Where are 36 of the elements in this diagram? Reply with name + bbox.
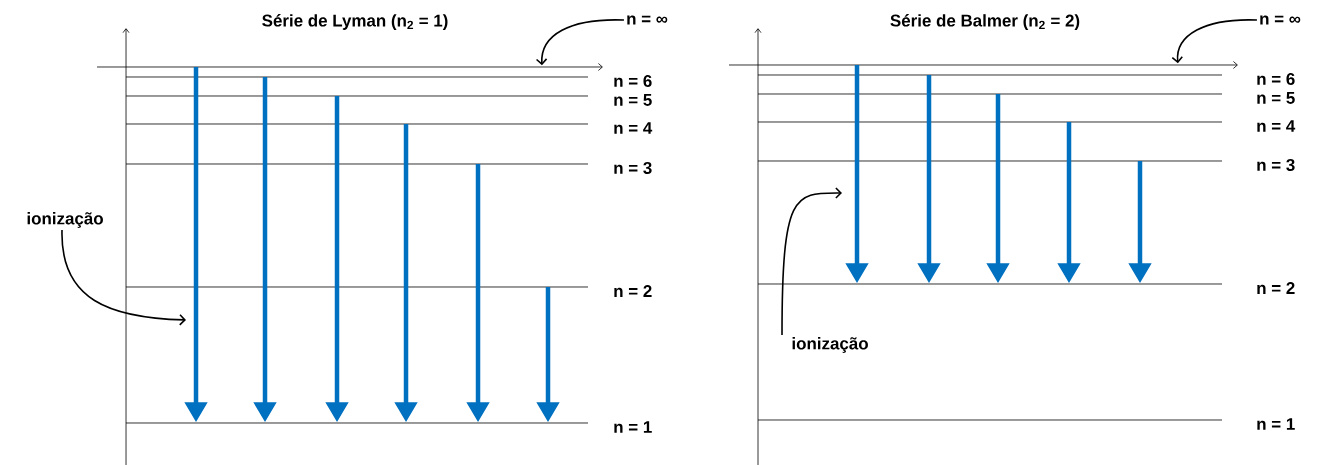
series-title: Série de Balmer (n$_{2}$ = 2) xyxy=(890,14,1080,30)
level-label: n = 3 xyxy=(1257,159,1295,171)
energy-level-line xyxy=(757,419,1223,421)
series-title: Série de Lyman (n$_{2}$ = 1) xyxy=(262,14,448,30)
leader-arrow xyxy=(535,19,625,66)
energy-level-line xyxy=(125,286,589,288)
energy-level-line xyxy=(757,93,1223,95)
level-label: n = 6 xyxy=(614,75,652,87)
level-label: n = 2 xyxy=(1257,282,1295,294)
annotation-text: n = ∞ xyxy=(627,15,668,25)
energy-level-line xyxy=(125,123,589,125)
annotation-text: n = ∞ xyxy=(1260,15,1301,25)
level-label: n = 6 xyxy=(1257,73,1295,85)
leader-arrow xyxy=(781,187,842,336)
level-label: n = 1 xyxy=(1257,418,1295,430)
annotation-text: ionização xyxy=(792,337,868,353)
level-label: n = 2 xyxy=(614,285,652,297)
leader-arrow xyxy=(1171,19,1258,64)
energy-level-line xyxy=(125,95,589,97)
annotation-text: ionização xyxy=(27,212,103,228)
energy-level-line xyxy=(757,160,1223,162)
level-label: n = 4 xyxy=(1257,120,1296,132)
energy-level-line xyxy=(125,76,589,78)
energy-level-line xyxy=(757,74,1223,76)
level-label: n = 5 xyxy=(614,94,652,106)
energy-level-line xyxy=(125,422,589,424)
energy-level-line xyxy=(728,61,1238,69)
level-label: n = 5 xyxy=(1257,92,1295,104)
energy-level-line xyxy=(757,121,1223,123)
level-label: n = 4 xyxy=(614,122,653,134)
level-label: n = 3 xyxy=(614,162,652,174)
energy-level-line xyxy=(125,163,589,165)
energy-level-line xyxy=(96,63,603,71)
energy-level-line xyxy=(757,283,1223,285)
leader-arrow xyxy=(61,229,187,326)
level-label: n = 1 xyxy=(614,421,652,433)
